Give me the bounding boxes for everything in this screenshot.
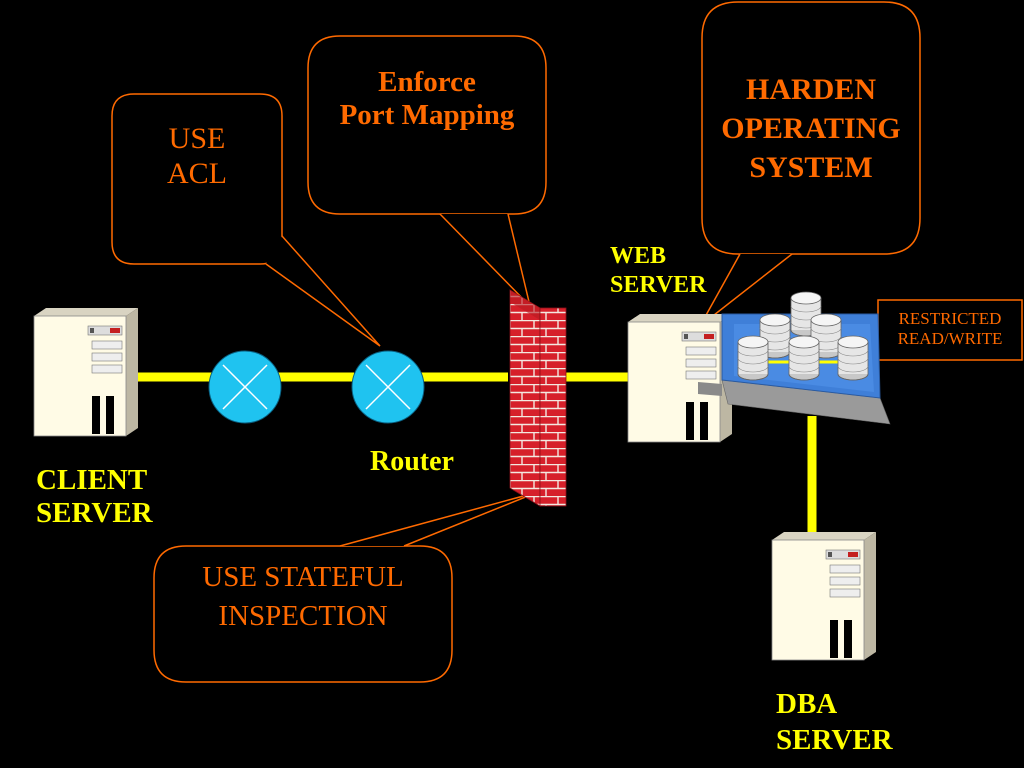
callout-harden-os (699, 1, 921, 327)
callout-use-acl-text: USE ACL (167, 122, 227, 190)
client-server-label: CLIENT SERVER (36, 464, 153, 530)
dba-server-icon (771, 531, 877, 661)
callout-stateful-text: USE STATEFUL INSPECTION (202, 561, 404, 633)
router-icon (208, 350, 282, 424)
database-cluster-icon (698, 291, 891, 425)
router-label: Router (370, 446, 454, 477)
restricted-box (877, 299, 1023, 361)
router-icon (351, 350, 425, 424)
network-links (128, 372, 817, 542)
restricted-read-write-text: RESTRICTED READ/WRITE (897, 309, 1003, 348)
callout-harden-os-text: HARDEN OPERATING SYSTEM (721, 73, 901, 184)
callout-port-mapping-text: Enforce Port Mapping (339, 66, 515, 132)
callout-use-acl (111, 93, 381, 347)
callout-port-mapping (307, 35, 547, 309)
dba-server-label: DBA SERVER (776, 688, 893, 757)
callout-stateful (153, 491, 539, 683)
client-server-icon (33, 307, 139, 437)
web-server-label: WEB SERVER (610, 243, 707, 298)
web-server-icon (627, 313, 733, 443)
firewall-icon (509, 289, 567, 507)
